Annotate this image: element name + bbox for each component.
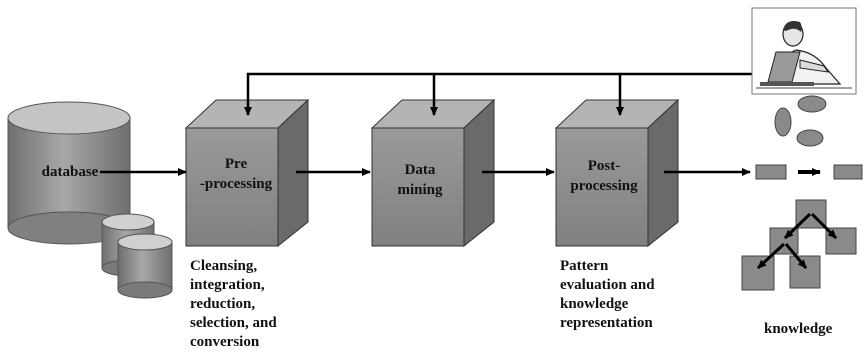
knowledge-sequence-icon [755, 164, 863, 180]
datamining-label: Data mining [397, 162, 443, 198]
datamining-label-line: Data [405, 162, 436, 178]
knowledge-ellipses-icon [774, 95, 827, 147]
postprocessing-label: Post-processing [570, 158, 638, 194]
preprocessing-label: Pre -processing [200, 156, 273, 192]
postprocessing-label-line: Post- [588, 158, 621, 174]
feedback-line [244, 72, 752, 116]
knowledge-caption: knowledge [764, 321, 833, 337]
person-at-laptop-icon [751, 7, 857, 95]
knowledge-tree-icon [741, 199, 857, 291]
preprocessing-label-line: Pre [225, 156, 248, 172]
preprocessing-box [184, 98, 310, 248]
database-label-line: database [42, 164, 99, 180]
preprocessing-caption: Cleansing, integration, reduction, selec… [190, 258, 277, 350]
postprocessing-caption: Pattern evaluation and knowledge represe… [560, 258, 655, 331]
small-database-icon-2 [117, 233, 173, 299]
postprocessing-label-line: processing [570, 178, 638, 194]
database-label: database [42, 164, 99, 180]
datamining-label-line: mining [397, 182, 443, 198]
preprocessing-label-line: -processing [200, 176, 273, 192]
